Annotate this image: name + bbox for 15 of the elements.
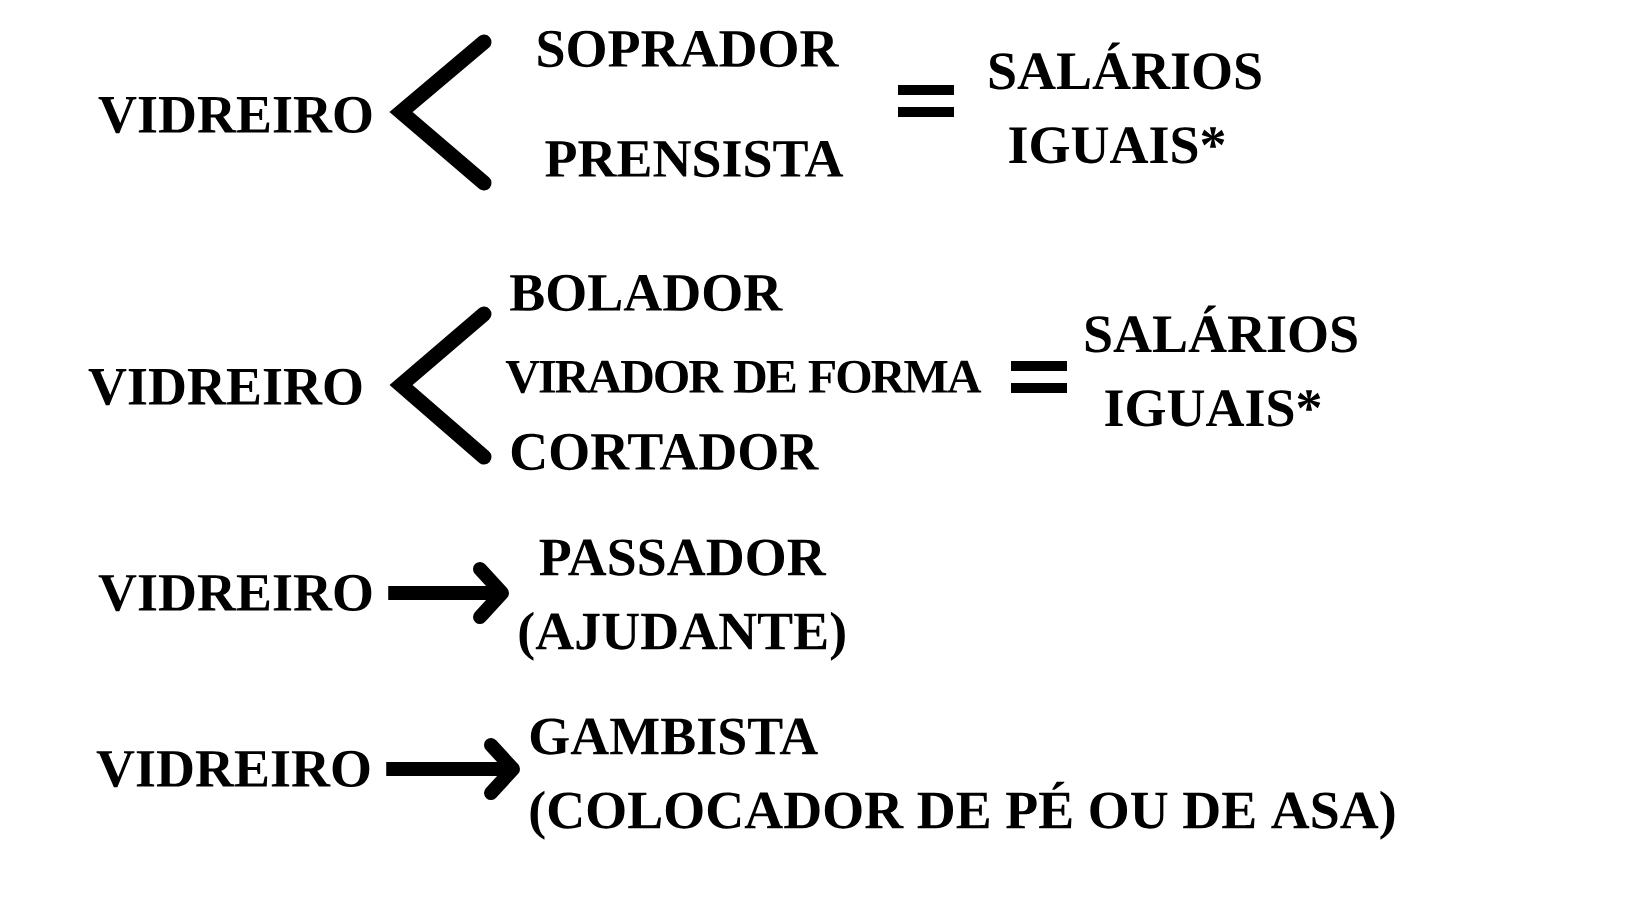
node-text: GAMBISTA (COLOCADOR DE PÉ OU DE ASA) — [530, 718, 1395, 840]
label-text: VIDREIRO — [98, 96, 372, 134]
node-text: PASSADOR (AJUDANTE) — [519, 539, 845, 661]
label-text: SOPRADOR — [538, 30, 839, 68]
arrow — [388, 562, 509, 624]
node-text: VIDREIRO — [98, 574, 372, 612]
label-text: VIRADOR DE FORMA — [505, 360, 982, 394]
label-text: CORTADOR — [511, 433, 819, 471]
label-text: PRENSISTA — [545, 140, 844, 178]
label-text: VIDREIRO — [88, 368, 362, 406]
label-text: BOLADOR — [510, 274, 783, 312]
arrow — [386, 738, 520, 800]
node-text: VIDREIRO — [96, 750, 370, 788]
label-text: SALÁRIOS IGUAIS* — [1085, 305, 1357, 427]
label-text: SALÁRIOS IGUAIS* — [989, 42, 1261, 164]
